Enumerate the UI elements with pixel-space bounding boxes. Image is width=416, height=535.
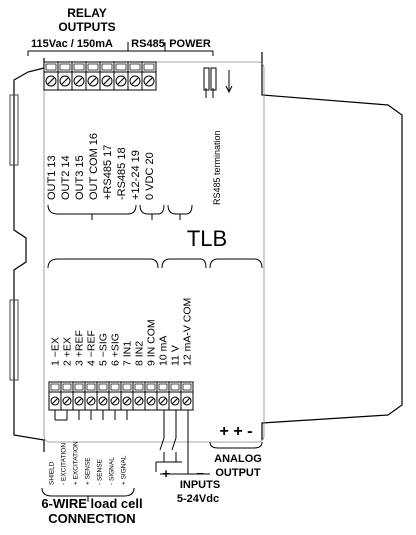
header-bracket — [27, 42, 214, 56]
top-terminal-8[interactable] — [141, 61, 157, 91]
bottom-terminal-label-10: 10 mA — [158, 336, 170, 366]
din-clip-left-bottom — [9, 299, 19, 381]
inputs-plus-sign: + — [162, 466, 170, 481]
top-terminal-3[interactable] — [71, 61, 87, 91]
rs485-title: RS485 — [131, 38, 165, 50]
loadcell-wire-label-3: + EXCITATION — [72, 441, 79, 485]
bottom-terminal-label-3: 3 +REF — [74, 330, 86, 366]
top-terminal-6[interactable] — [113, 61, 129, 91]
loadcell-wire-label-4: + SENSE — [84, 457, 91, 485]
bottom-terminal-label-9: 9 IN COM — [146, 319, 158, 366]
bottom-terminal-10[interactable] — [156, 381, 170, 411]
bottom-terminal-7[interactable] — [120, 381, 134, 411]
bottom-terminal-4[interactable] — [84, 381, 98, 411]
loadcell-title-line1: 6-WIRE load cell — [41, 496, 142, 511]
bottom-terminal-label-8: 8 IN2 — [134, 341, 146, 366]
top-terminal-label-7: +12-24 19 — [130, 150, 142, 200]
bottom-terminal-9[interactable] — [144, 381, 158, 411]
bottom-terminal-block — [48, 381, 194, 411]
loadcell-wire-label-1: SHIELD — [48, 461, 55, 485]
loadcell-wire-labels: SHIELD - EXCITATION + EXCITATION + SENSE - S… — [48, 441, 127, 485]
analog-bracket — [209, 441, 263, 449]
bottom-terminal-11[interactable] — [168, 381, 182, 411]
top-terminal-4[interactable] — [85, 61, 101, 91]
rs485-termination-jumper[interactable] — [203, 67, 233, 98]
top-terminal-2[interactable] — [57, 61, 73, 91]
bottom-group-brackets — [47, 258, 263, 269]
bottom-terminal-2[interactable] — [60, 381, 74, 411]
top-terminal-block — [43, 61, 157, 91]
loadcell-wire-label-6: - SIGNAL — [108, 457, 115, 485]
bottom-terminal-6[interactable] — [108, 381, 122, 411]
top-terminal-label-4: OUT COM 16 — [88, 133, 100, 200]
analog-signs: + + - — [220, 423, 253, 440]
power-title: POWER — [169, 38, 211, 50]
inputs-title-line1: INPUTS — [180, 479, 220, 491]
analog-title-line1: ANALOG — [214, 453, 262, 465]
top-terminal-1[interactable] — [43, 61, 59, 91]
relay-rating: 115Vac / 150mA — [31, 38, 113, 50]
bottom-terminal-label-4: 4 −REF — [86, 330, 98, 366]
top-terminal-label-6: -RS485 18 — [116, 147, 128, 200]
relay-title-line2: OUTPUTS — [58, 20, 115, 34]
inputs-minus-sign: − — [196, 466, 204, 481]
bottom-terminal-label-5: 5 −SIG — [98, 333, 110, 366]
top-terminal-label-3: OUT3 15 — [74, 155, 86, 200]
bottom-terminal-5[interactable] — [96, 381, 110, 411]
top-terminal-7[interactable] — [127, 61, 143, 91]
top-terminal-label-1: OUT1 13 — [46, 155, 58, 200]
bottom-terminal-12[interactable] — [180, 381, 194, 411]
loadcell-wire-label-5: - SENSE — [96, 458, 103, 485]
top-terminal-label-8: 0 VDC 20 — [144, 152, 156, 200]
bottom-terminal-1[interactable] — [48, 381, 62, 411]
bottom-terminal-label-6: 6 +SIG — [110, 333, 122, 366]
bottom-terminal-label-12: 12 mA-V COM — [182, 298, 194, 366]
din-clip-left-top — [9, 94, 19, 166]
bottom-terminal-label-7: 7 IN1 — [122, 341, 134, 366]
device-body-outline — [13, 52, 403, 452]
top-terminal-5[interactable] — [99, 61, 115, 91]
bottom-terminal-label-11: 11 V — [170, 345, 182, 366]
loadcell-title-line2: CONNECTION — [48, 511, 135, 526]
top-terminal-label-5: +RS485 17 — [102, 145, 114, 200]
inputs-title-line2: 5-24Vdc — [177, 493, 219, 505]
bottom-terminal-8[interactable] — [132, 381, 146, 411]
inputs-wiring — [155, 410, 210, 475]
bottom-terminal-3[interactable] — [72, 381, 86, 411]
bottom-terminal-label-2: 2 +EX — [62, 337, 74, 366]
loadcell-wiring — [41, 410, 135, 502]
loadcell-wire-label-2: - EXCITATION — [60, 443, 67, 485]
top-terminal-label-2: OUT2 14 — [60, 155, 72, 200]
relay-title-line1: RELAY — [67, 6, 107, 20]
bottom-terminal-label-1: 1 −EX — [50, 337, 62, 366]
analog-title-line2: OUTPUT — [215, 467, 261, 479]
rs485-termination-label: RS485 termination — [212, 130, 222, 205]
top-group-brackets — [47, 204, 193, 220]
device-name: TLB — [187, 226, 227, 251]
loadcell-wire-label-7: + SIGNAL — [120, 455, 127, 485]
